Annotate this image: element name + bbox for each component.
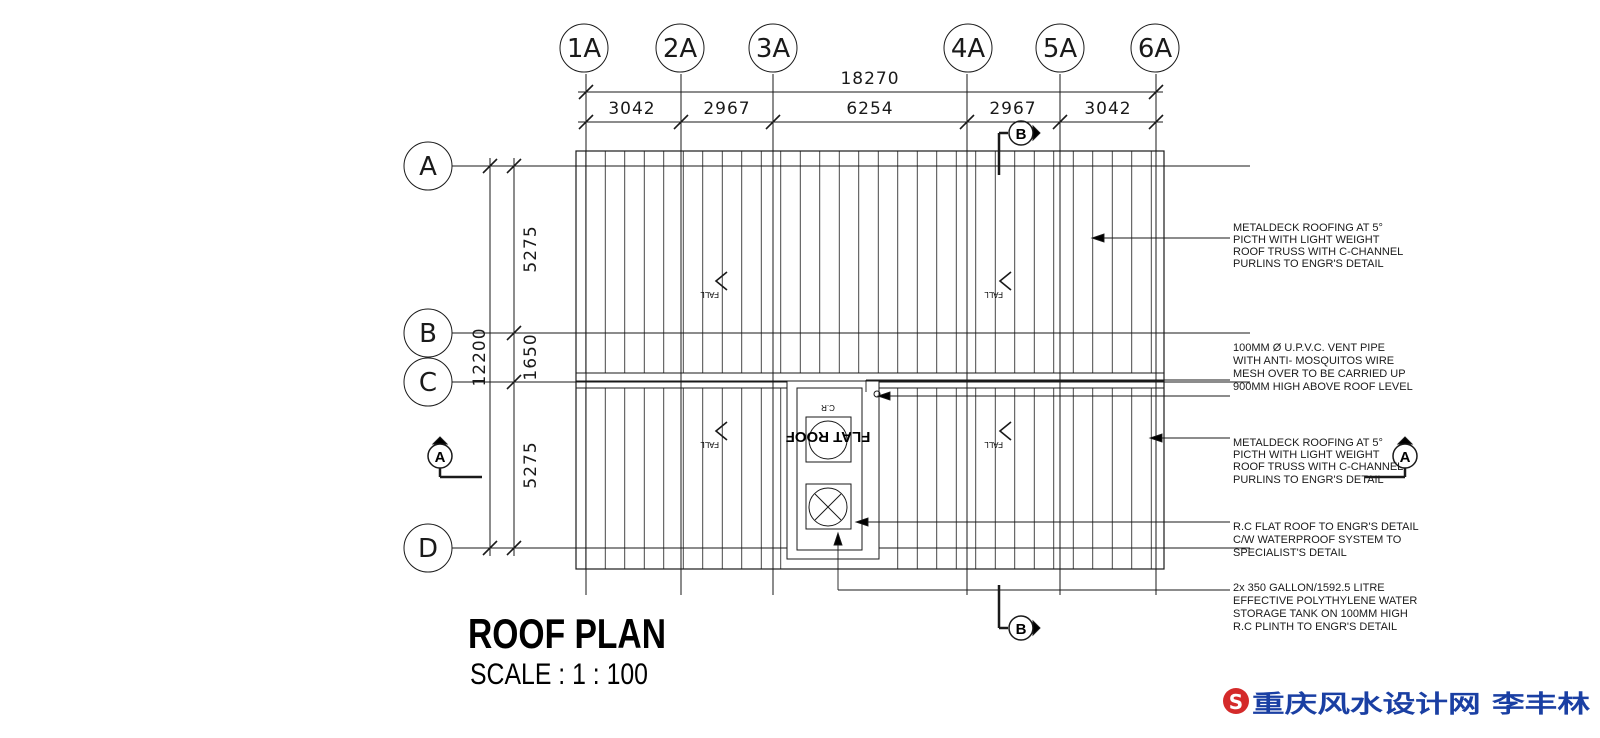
note-metaldeck-1: METALDECK ROOFING AT 5° PICTH WITH LIGHT…	[1233, 222, 1403, 270]
drawing-scale: SCALE : 1 : 100	[470, 658, 648, 691]
fall-arrow-2	[998, 271, 1012, 291]
cr-label: C.R	[821, 403, 835, 412]
dim-top-2: 2967	[703, 99, 750, 119]
watermark: S 重庆风水设计网 李丰林	[1223, 688, 1590, 718]
water-tank-1	[805, 416, 852, 463]
note-rc-flat-roof: R.C FLAT ROOF TO ENGR'S DETAIL C/W WATER…	[1233, 521, 1419, 559]
section-a-label-right: A	[1400, 449, 1411, 466]
dim-left-3: 5275	[521, 441, 541, 488]
svg-text:ROOF TRUSS WITH C-CHANNEL: ROOF TRUSS WITH C-CHANNEL	[1233, 246, 1403, 258]
grid-bubble-5a	[1035, 23, 1085, 73]
grid-label-5a: 5A	[1043, 34, 1078, 64]
grid-bubble-c	[403, 357, 453, 407]
grid-bubble-2a	[655, 23, 705, 73]
fall-arrow-1	[714, 271, 728, 291]
svg-text:PURLINS TO ENGR'S DETAIL: PURLINS TO ENGR'S DETAIL	[1233, 474, 1384, 486]
grid-label-1a: 1A	[567, 34, 602, 64]
grid-bubble-d	[403, 523, 453, 573]
note-water-tank: 2x 350 GALLON/1592.5 LITRE EFFECTIVE POL…	[1233, 582, 1417, 633]
grid-label-a: A	[419, 152, 437, 182]
dim-top-4: 2967	[989, 99, 1036, 119]
svg-text:R.C PLINTH TO ENGR'S DETAIL: R.C PLINTH TO ENGR'S DETAIL	[1233, 621, 1397, 633]
roof-sheets-upper	[585, 151, 1152, 373]
dim-left-2: 1650	[521, 333, 541, 380]
svg-text:PICTH WITH LIGHT WEIGHT: PICTH WITH LIGHT WEIGHT	[1233, 449, 1380, 461]
dim-total-top: 18270	[840, 69, 899, 89]
dim-left-1: 5275	[521, 225, 541, 272]
dim-left-total: 12200	[470, 327, 490, 386]
grid-bubble-4a	[943, 23, 993, 73]
grid-label-b: B	[419, 319, 437, 349]
svg-text:WITH ANTI- MOSQUITOS WIRE: WITH ANTI- MOSQUITOS WIRE	[1233, 355, 1394, 367]
section-b-label-bottom: B	[1016, 621, 1027, 638]
grid-label-d: D	[418, 534, 438, 564]
svg-text:100MM Ø U.P.V.C. VENT PIPE: 100MM Ø U.P.V.C. VENT PIPE	[1233, 342, 1385, 354]
grid-label-4a: 4A	[951, 34, 986, 64]
section-a-label-left: A	[435, 449, 446, 466]
roof-outline	[575, 150, 1165, 570]
fall-label-1: FALL	[700, 290, 719, 299]
grid-bubble-1a	[559, 23, 609, 73]
dim-top-1: 3042	[608, 99, 655, 119]
note-metaldeck-2: METALDECK ROOFING AT 5° PICTH WITH LIGHT…	[1233, 437, 1403, 486]
svg-text:PICTH WITH LIGHT WEIGHT: PICTH WITH LIGHT WEIGHT	[1233, 234, 1380, 246]
dim-top-5: 3042	[1084, 99, 1131, 119]
grid-label-6a: 6A	[1138, 34, 1173, 64]
svg-text:2x 350 GALLON/1592.5 LITRE: 2x 350 GALLON/1592.5 LITRE	[1233, 582, 1385, 594]
fall-label-2: FALL	[984, 290, 1003, 299]
grid-bubble-3a	[748, 23, 798, 73]
flat-roof-label: FLAT ROOF	[786, 428, 871, 445]
svg-text:900MM HIGH ABOVE ROOF LEVEL: 900MM HIGH ABOVE ROOF LEVEL	[1233, 381, 1413, 393]
svg-text:METALDECK ROOFING AT 5°: METALDECK ROOFING AT 5°	[1233, 437, 1383, 449]
watermark-logo-icon	[1223, 688, 1249, 714]
svg-text:C/W WATERPROOF SYSTEM TO: C/W WATERPROOF SYSTEM TO	[1233, 534, 1402, 546]
svg-text:R.C FLAT ROOF TO ENGR'S DETAIL: R.C FLAT ROOF TO ENGR'S DETAIL	[1233, 521, 1419, 533]
fall-label-3: FALL	[700, 440, 719, 449]
svg-text:MESH OVER TO BE CARRIED UP: MESH OVER TO BE CARRIED UP	[1233, 368, 1406, 380]
svg-text:SPECIALIST'S DETAIL: SPECIALIST'S DETAIL	[1233, 547, 1347, 559]
svg-text:S: S	[1229, 690, 1243, 714]
grid-bubble-b	[403, 308, 453, 358]
watermark-text: 重庆风水设计网 李丰林	[1252, 690, 1590, 718]
svg-text:STORAGE TANK ON 100MM HIGH: STORAGE TANK ON 100MM HIGH	[1233, 608, 1408, 620]
fall-label-4: FALL	[984, 440, 1003, 449]
leader-lines	[833, 233, 1230, 591]
grid-label-c: C	[419, 368, 437, 398]
fall-arrow-3	[714, 421, 728, 441]
dim-top-3: 6254	[846, 99, 893, 119]
svg-text:PURLINS TO ENGR'S DETAIL: PURLINS TO ENGR'S DETAIL	[1233, 258, 1384, 270]
svg-text:ROOF TRUSS WITH C-CHANNEL: ROOF TRUSS WITH C-CHANNEL	[1233, 461, 1403, 473]
roof-sheets-lower	[585, 388, 1152, 569]
svg-text:EFFECTIVE POLYTHYLENE WATER: EFFECTIVE POLYTHYLENE WATER	[1233, 595, 1417, 607]
drawing-title: ROOF PLAN	[468, 610, 666, 657]
grid-label-3a: 3A	[756, 34, 791, 64]
vent-pipe	[873, 390, 881, 398]
fall-arrow-4	[998, 421, 1012, 441]
svg-text:METALDECK ROOFING AT 5°: METALDECK ROOFING AT 5°	[1233, 222, 1383, 234]
note-vent-pipe: 100MM Ø U.P.V.C. VENT PIPE WITH ANTI- MO…	[1233, 342, 1413, 393]
grid-label-2a: 2A	[663, 34, 698, 64]
section-b-label-top: B	[1016, 126, 1027, 143]
grid-bubble-6a	[1130, 23, 1180, 73]
grid-bubble-a	[403, 141, 453, 191]
